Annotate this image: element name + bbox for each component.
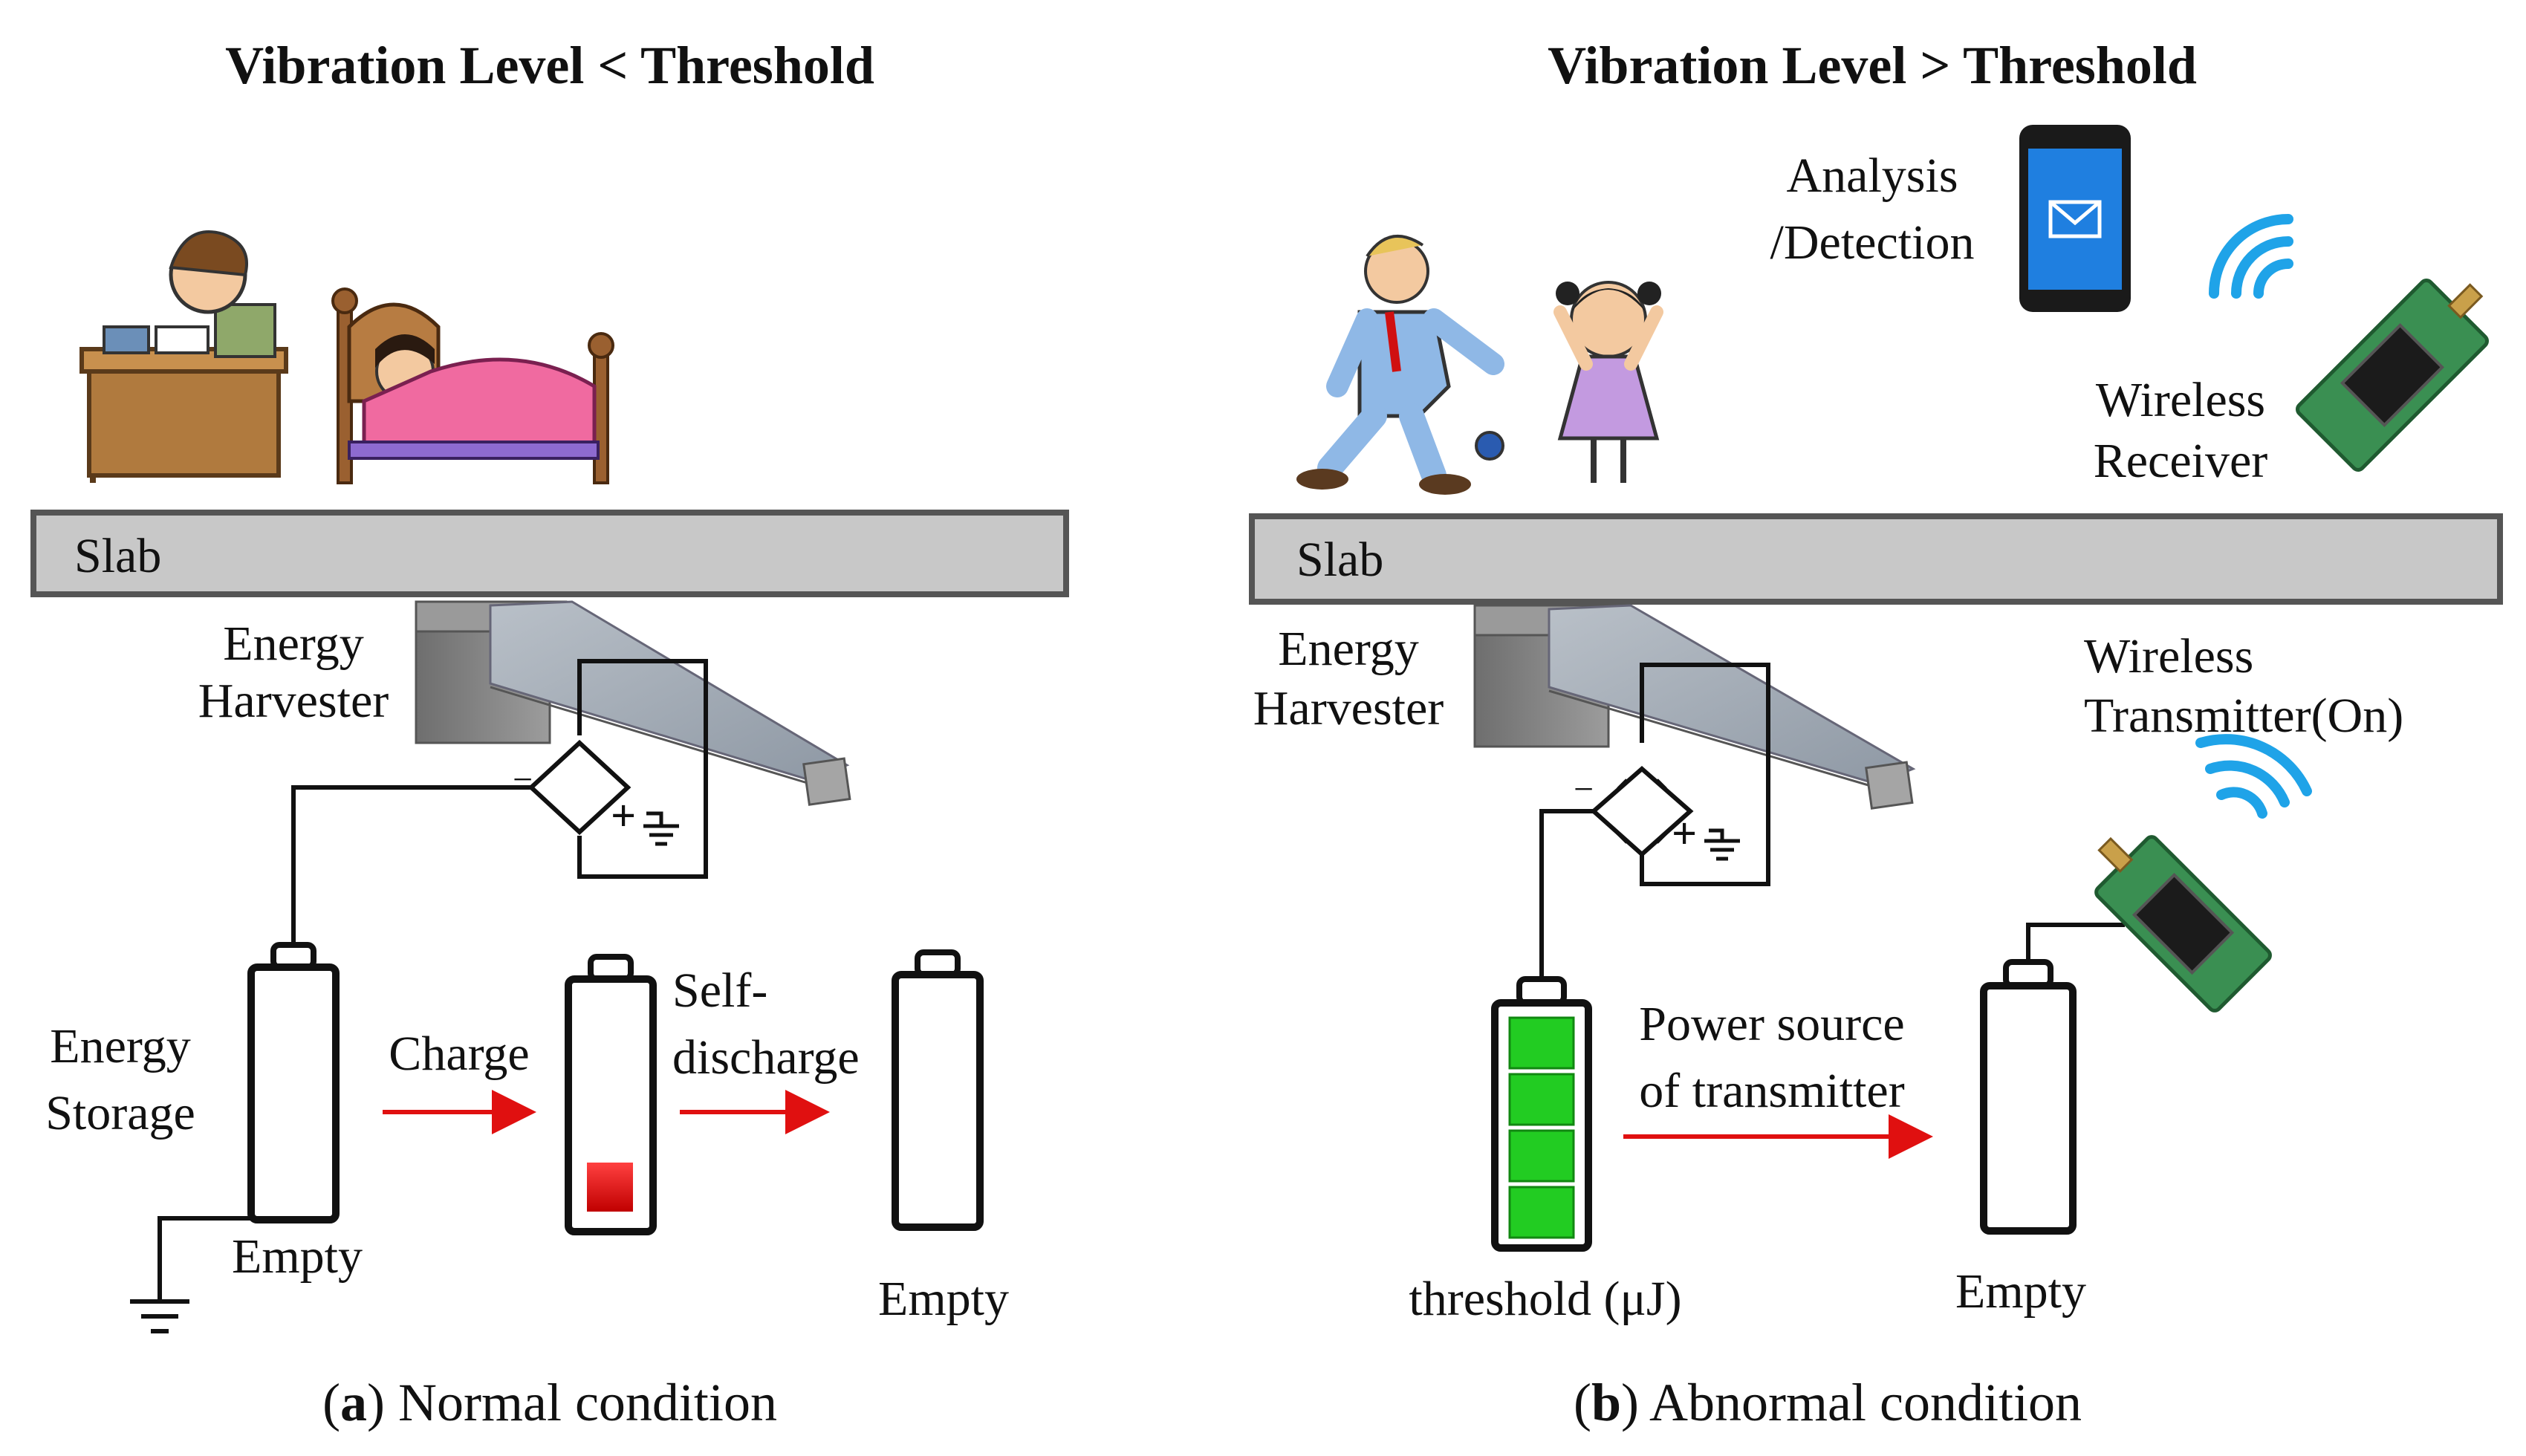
panel-a: Vibration Level < Threshold Slab xyxy=(30,36,1069,1432)
caption-a: (a) Normal condition xyxy=(322,1373,777,1432)
bridge-rectifier-icon: − + xyxy=(1574,766,1697,858)
wireless-receiver-module-icon xyxy=(2295,278,2490,472)
power-source-label-line1: Power source xyxy=(1639,997,1904,1051)
transmitter-label-line1: Wireless xyxy=(2084,629,2253,683)
storage-label-line1: Energy xyxy=(50,1019,190,1073)
transmitter-label-line2: Transmitter(On) xyxy=(2084,689,2403,743)
energy-harvester xyxy=(1473,604,1916,810)
power-source-label-line2: of transmitter xyxy=(1639,1064,1904,1118)
svg-text:−: − xyxy=(513,760,533,799)
harvester-label-line1: Energy xyxy=(1278,622,1418,676)
rectifier-circuit xyxy=(291,659,708,951)
receiver-label-line2: Receiver xyxy=(2094,434,2268,488)
receiver-label-line1: Wireless xyxy=(2096,373,2265,427)
low-charge-level xyxy=(587,1163,633,1212)
sleeping-person-icon xyxy=(331,287,614,484)
slab xyxy=(1249,513,2503,605)
charge-label: Charge xyxy=(389,1027,529,1081)
empty-label-1: Empty xyxy=(232,1229,363,1284)
self-discharge-label-line1: Self- xyxy=(672,963,767,1018)
wireless-transmitter-module-icon xyxy=(2094,835,2272,1013)
self-discharge-label-line2: discharge xyxy=(672,1030,860,1085)
wifi-signal-icon xyxy=(2209,214,2293,299)
energy-harvester xyxy=(415,600,851,806)
ground-icon xyxy=(643,811,679,846)
ball-icon xyxy=(1475,431,1504,461)
smartphone-icon xyxy=(2019,125,2131,312)
harvester-label-line1: Energy xyxy=(223,617,363,671)
ground-icon xyxy=(130,1216,251,1333)
empty-label: Empty xyxy=(1955,1264,2086,1319)
harvester-label-line2: Harvester xyxy=(198,674,389,728)
panel-b-title: Vibration Level > Threshold xyxy=(1548,36,2197,95)
energy-storage-battery xyxy=(247,942,340,1223)
panel-a-title: Vibration Level < Threshold xyxy=(225,36,874,95)
empty-label-2: Empty xyxy=(878,1272,1009,1326)
slab-label: Slab xyxy=(74,529,161,583)
svg-text:−: − xyxy=(1574,770,1594,809)
panel-b: Vibration Level > Threshold Analysis /De… xyxy=(1249,36,2503,1432)
analysis-label-line1: Analysis xyxy=(1787,149,1958,203)
running-man-icon xyxy=(1296,235,1504,495)
wifi-signal-icon xyxy=(2195,734,2312,819)
empty-battery xyxy=(892,949,984,1231)
transmitter-wire xyxy=(2026,923,2125,962)
person-studying-icon xyxy=(79,230,288,483)
bridge-rectifier-icon: − + xyxy=(513,739,636,840)
low-charge-battery xyxy=(565,954,657,1235)
jumping-child-icon xyxy=(1553,281,1663,483)
caption-b: (b) Abnormal condition xyxy=(1574,1373,2082,1432)
slab-label: Slab xyxy=(1296,533,1383,587)
slab xyxy=(30,510,1069,597)
threshold-label: threshold (μJ) xyxy=(1409,1272,1681,1326)
harvester-label-line2: Harvester xyxy=(1253,681,1444,735)
svg-text:+: + xyxy=(1672,809,1697,858)
full-battery xyxy=(1491,976,1592,1252)
ground-icon xyxy=(1704,828,1740,861)
analysis-label-line2: /Detection xyxy=(1770,215,1975,270)
empty-battery xyxy=(1980,959,2077,1235)
svg-text:+: + xyxy=(611,791,636,840)
storage-label-line2: Storage xyxy=(45,1086,195,1140)
